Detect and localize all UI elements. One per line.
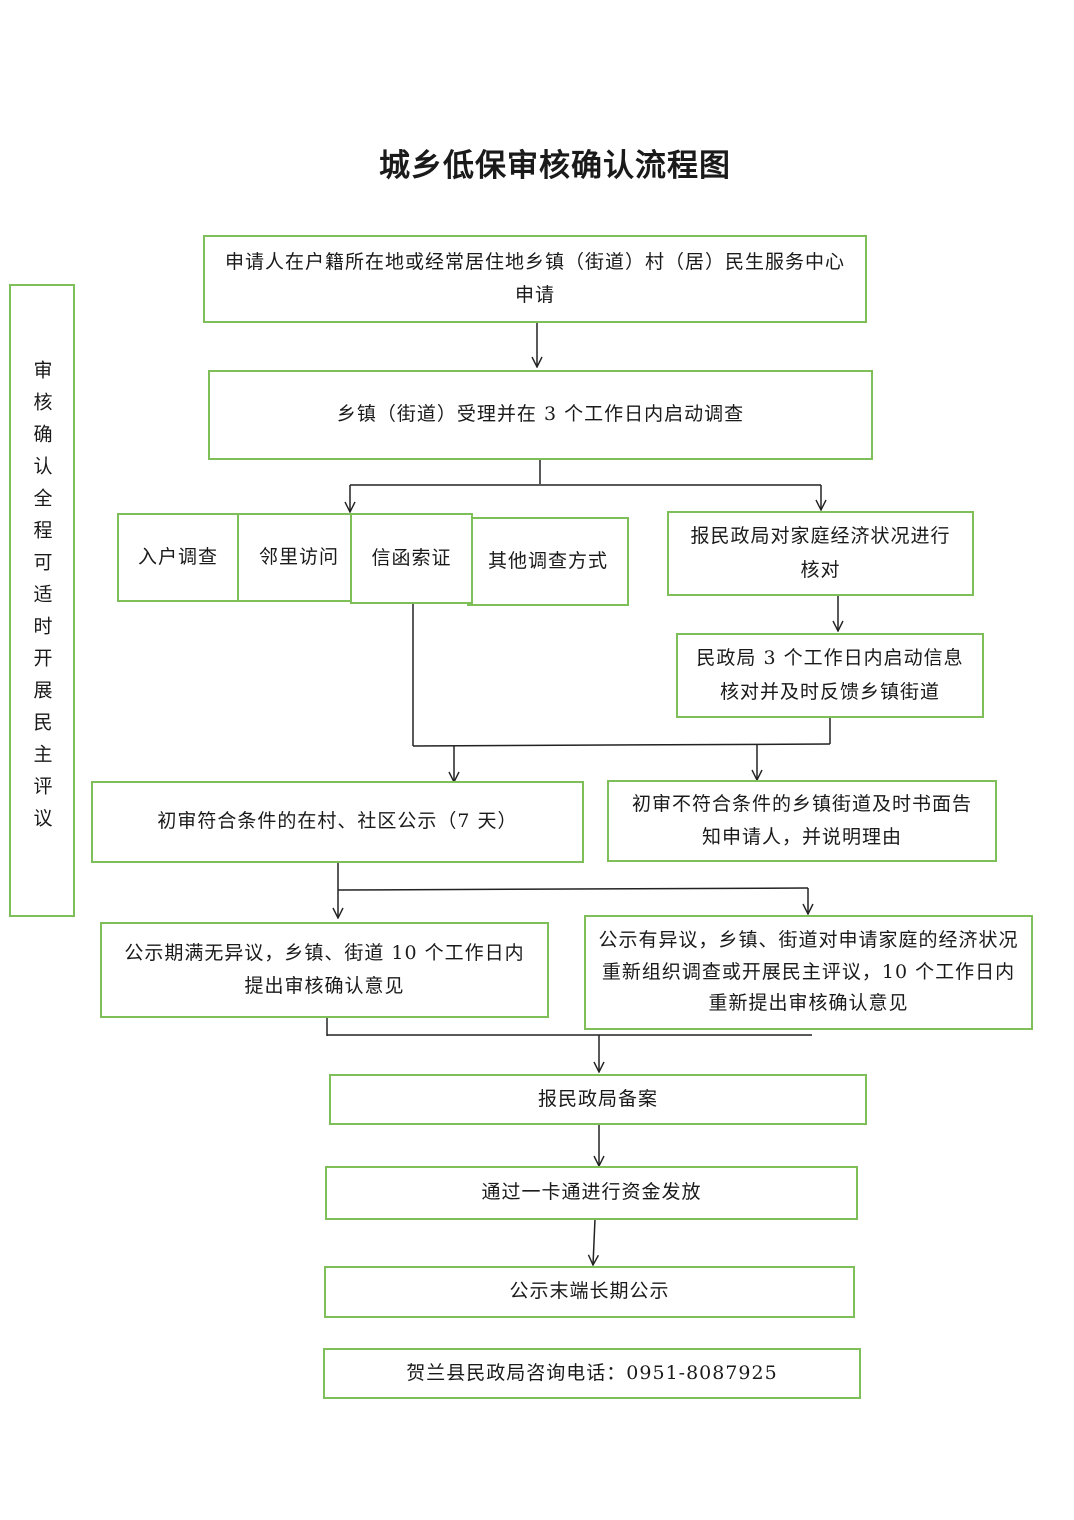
line-merge-horizontal <box>412 743 831 747</box>
node-disburse: 通过一卡通进行资金发放 <box>325 1166 858 1220</box>
node-publicize: 初审符合条件的在村、社区公示（7 天） <box>91 781 584 863</box>
node-file: 报民政局备案 <box>329 1074 867 1125</box>
side-note-text: 审核确认全程可适时开展民主评议 <box>30 360 53 840</box>
node-accept: 乡镇（街道）受理并在 3 个工作日内启动调查 <box>208 370 873 460</box>
node-reject: 初审不符合条件的乡镇街道及时书面告知申请人，并说明理由 <box>607 780 997 862</box>
page-title: 城乡低保审核确认流程图 <box>379 148 731 184</box>
node-objection: 公示有异议，乡镇、街道对申请家庭的经济状况重新组织调查或开展民主评议，10 个工… <box>584 915 1033 1030</box>
node-bureau-verify: 民政局 3 个工作日内启动信息核对并及时反馈乡镇街道 <box>676 633 984 718</box>
node-no-objection: 公示期满无异议，乡镇、街道 10 个工作日内提出审核确认意见 <box>100 922 549 1018</box>
arrow-disburse-to-longterm <box>593 1218 595 1265</box>
side-note-box: 审核确认全程可适时开展民主评议 <box>9 284 75 917</box>
node-hotline: 贺兰县民政局咨询电话：0951-8087925 <box>323 1348 861 1399</box>
node-long-term: 公示末端长期公示 <box>324 1266 855 1318</box>
line-branch-horizontal <box>337 887 809 891</box>
node-letter: 信函索证 <box>350 513 473 604</box>
node-home-visit: 入户调查 <box>117 513 239 602</box>
node-other-methods: 其他调查方式 <box>467 517 629 606</box>
node-report-bureau: 报民政局对家庭经济状况进行核对 <box>667 511 974 596</box>
node-apply: 申请人在户籍所在地或经常居住地乡镇（街道）村（居）民生服务中心申请 <box>203 235 867 323</box>
node-neighbor-visit: 邻里访问 <box>237 513 361 602</box>
